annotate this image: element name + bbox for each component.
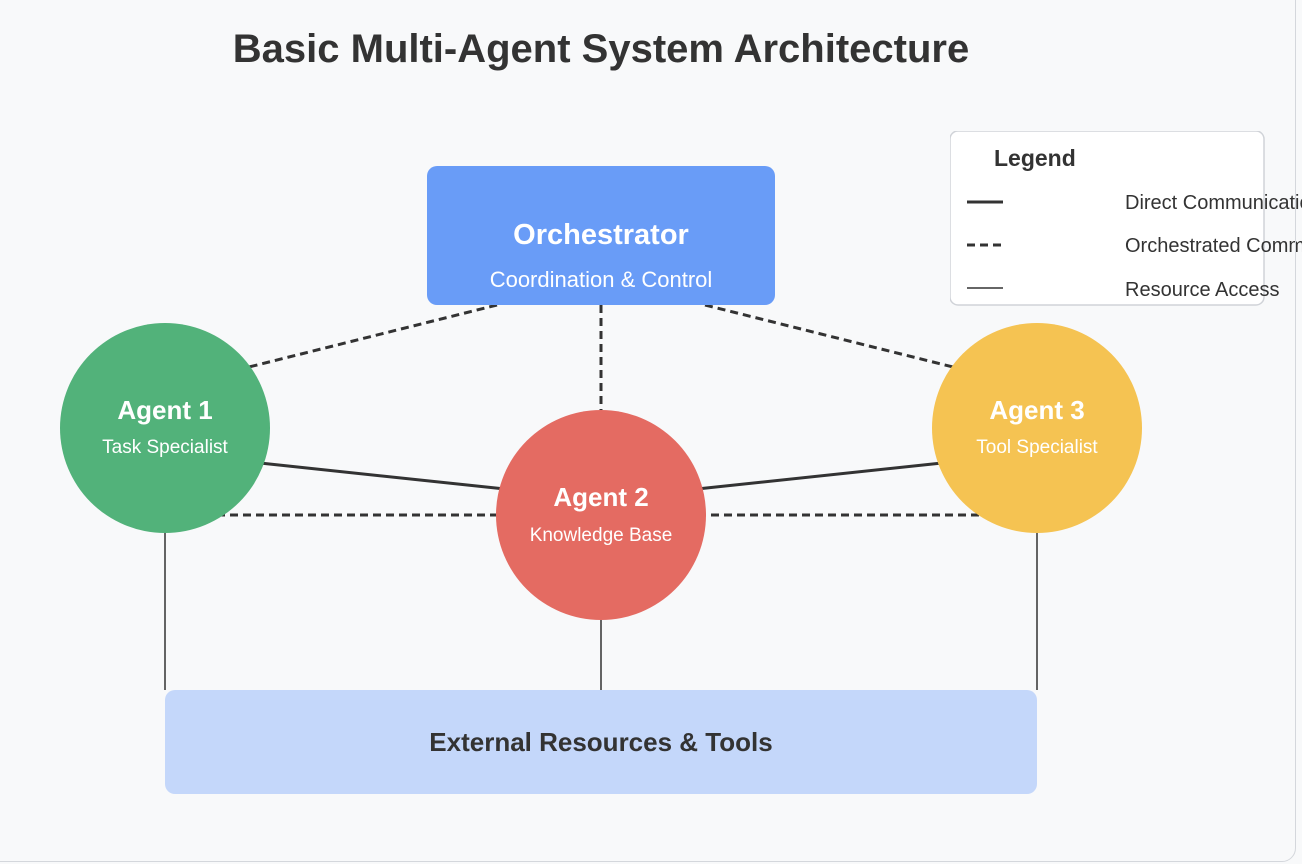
resources-box (165, 690, 1037, 794)
agent3-circle (932, 323, 1142, 533)
legend-resource-label: Resource Access (1125, 279, 1280, 301)
agent2-node[interactable]: Agent 2 Knowledge Base (496, 410, 706, 620)
orchestrator-box (427, 166, 775, 305)
orchestrator-title: Orchestrator (513, 219, 689, 251)
resources-label: External Resources & Tools (429, 727, 772, 757)
agent1-subtitle: Task Specialist (102, 437, 228, 458)
orchestrator-subtitle: Coordination & Control (490, 267, 713, 292)
agent1-node[interactable]: Agent 1 Task Specialist (60, 323, 270, 533)
agent2-subtitle: Knowledge Base (530, 525, 673, 546)
orchestrator-to-agent3-connector (704, 303, 986, 377)
agent2-to-agent3-connector (696, 461, 943, 491)
agent1-circle (60, 323, 270, 533)
diagram-title: Basic Multi-Agent System Architecture (233, 27, 969, 71)
resources-node[interactable]: External Resources & Tools (165, 690, 1037, 794)
agent2-title: Agent 2 (553, 482, 648, 512)
orchestrator-node[interactable]: Orchestrator Coordination & Control (427, 166, 775, 305)
legend-direct-label: Direct Communication (1125, 192, 1302, 214)
legend-orchestrated-label: Orchestrated Communication (1125, 235, 1302, 257)
agent1-title: Agent 1 (117, 395, 212, 425)
agent3-node[interactable]: Agent 3 Tool Specialist (932, 323, 1142, 533)
legend-box (950, 131, 1265, 306)
agent1-to-agent2-connector (259, 461, 506, 491)
agent3-title: Agent 3 (989, 395, 1084, 425)
orchestrator-to-agent1-connector (216, 303, 498, 377)
legend: Legend Direct Communication Orchestrated… (950, 131, 1302, 306)
agent2-circle (496, 410, 706, 620)
agent3-subtitle: Tool Specialist (976, 437, 1098, 458)
legend-title: Legend (994, 145, 1076, 171)
